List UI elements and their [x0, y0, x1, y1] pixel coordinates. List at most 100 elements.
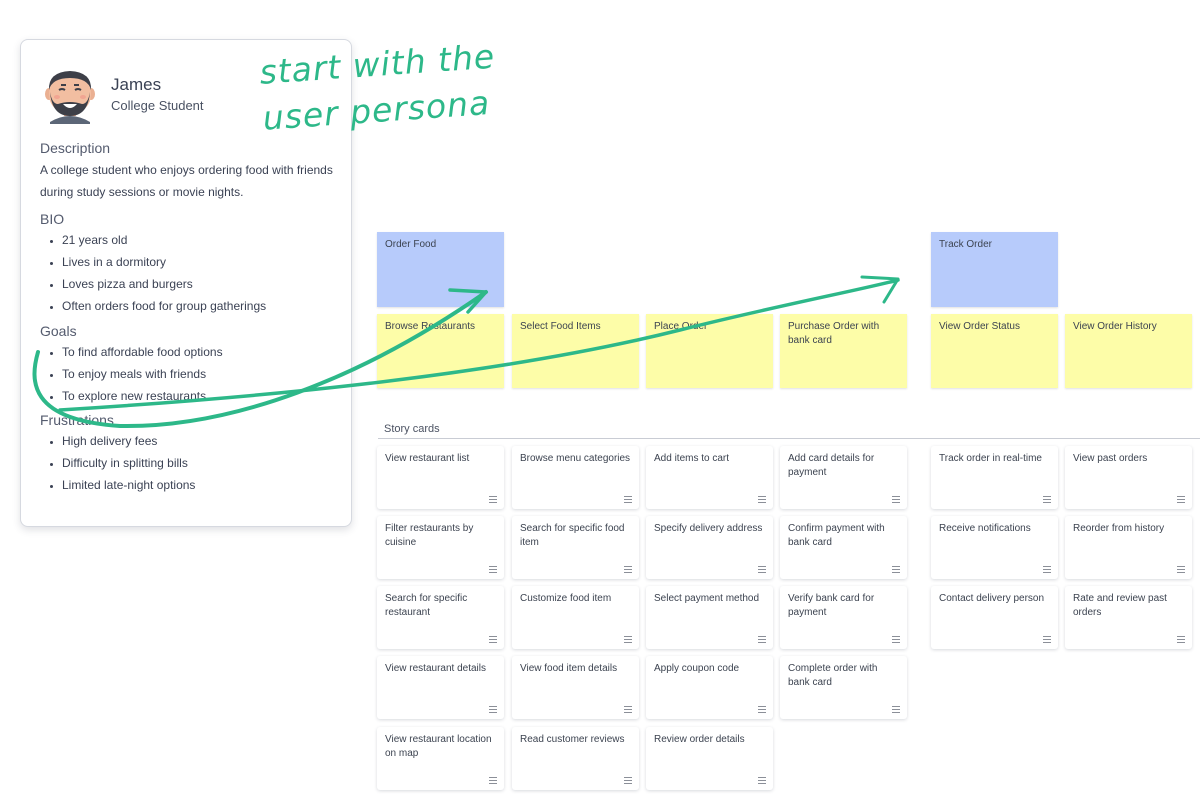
task-note[interactable]: View Order History — [1065, 314, 1192, 388]
story-card[interactable]: Contact delivery person — [931, 586, 1058, 649]
story-cards-divider — [378, 438, 1200, 439]
section-title: BIO — [40, 211, 65, 227]
task-note[interactable]: Select Food Items — [512, 314, 639, 388]
story-card-text: Reorder from history — [1073, 523, 1165, 534]
description-lines-icon — [892, 706, 900, 714]
story-cards-label: Story cards — [384, 423, 440, 435]
story-card[interactable]: Verify bank card for payment — [780, 586, 907, 649]
story-card[interactable]: Track order in real-time — [931, 446, 1058, 509]
description-lines-icon — [892, 496, 900, 504]
story-card-text: Verify bank card for payment — [788, 593, 875, 618]
story-card-text: Contact delivery person — [939, 593, 1045, 604]
description-lines-icon — [1177, 566, 1185, 574]
story-card-text: Complete order with bank card — [788, 663, 878, 688]
task-note[interactable]: Browse Restaurants — [377, 314, 504, 388]
description-lines-icon — [624, 777, 632, 785]
story-card-text: Filter restaurants by cuisine — [385, 523, 474, 548]
story-card[interactable]: Apply coupon code — [646, 656, 773, 719]
task-note[interactable]: Place Order — [646, 314, 773, 388]
story-card-text: View restaurant details — [385, 663, 486, 674]
story-card[interactable]: Confirm payment with bank card — [780, 516, 907, 579]
story-card[interactable]: Add items to cart — [646, 446, 773, 509]
bio-list: 21 years old Lives in a dormitory Loves … — [40, 229, 351, 317]
description-lines-icon — [1177, 496, 1185, 504]
list-item: Lives in a dormitory — [62, 251, 351, 273]
story-card-text: View past orders — [1073, 453, 1148, 464]
section-title: Goals — [40, 323, 77, 339]
persona-header: James College Student — [40, 66, 351, 124]
list-item: To explore new restaurants — [62, 385, 351, 407]
story-card[interactable]: Reorder from history — [1065, 516, 1192, 579]
description-lines-icon — [1177, 636, 1185, 644]
persona-role: College Student — [111, 98, 204, 113]
description-lines-icon — [1043, 496, 1051, 504]
story-card[interactable]: View past orders — [1065, 446, 1192, 509]
description-lines-icon — [489, 566, 497, 574]
list-item: Loves pizza and burgers — [62, 273, 351, 295]
description-lines-icon — [892, 566, 900, 574]
persona-name: James — [111, 75, 162, 94]
story-card[interactable]: Specify delivery address — [646, 516, 773, 579]
description-lines-icon — [489, 706, 497, 714]
story-card[interactable]: Add card details for payment — [780, 446, 907, 509]
story-card-text: Add card details for payment — [788, 453, 875, 478]
story-card[interactable]: Browse menu categories — [512, 446, 639, 509]
story-card-text: Read customer reviews — [520, 734, 625, 745]
section-title: Description — [40, 140, 111, 156]
description-lines-icon — [624, 706, 632, 714]
story-card-text: Specify delivery address — [654, 523, 763, 534]
story-card-text: View restaurant list — [385, 453, 470, 464]
list-item: Often orders food for group gatherings — [62, 295, 351, 317]
story-card[interactable]: View restaurant details — [377, 656, 504, 719]
description-lines-icon — [758, 777, 766, 785]
story-card[interactable]: Filter restaurants by cuisine — [377, 516, 504, 579]
story-card-text: Add items to cart — [654, 453, 730, 464]
frustrations-section: Frustrations High delivery fees Difficul… — [40, 412, 351, 496]
story-card[interactable]: Receive notifications — [931, 516, 1058, 579]
task-note[interactable]: View Order Status — [931, 314, 1058, 388]
story-card-text: Apply coupon code — [654, 663, 740, 674]
description-lines-icon — [624, 496, 632, 504]
description-lines-icon — [1043, 636, 1051, 644]
description-lines-icon — [624, 636, 632, 644]
description-lines-icon — [892, 636, 900, 644]
story-card[interactable]: Complete order with bank card — [780, 656, 907, 719]
story-card-text: Confirm payment with bank card — [788, 523, 885, 548]
handwritten-annotation[interactable]: start with the user persona — [258, 29, 564, 142]
description-lines-icon — [758, 566, 766, 574]
list-item: Difficulty in splitting bills — [62, 452, 351, 474]
section-title: Frustrations — [40, 412, 114, 428]
story-card-text: Receive notifications — [939, 523, 1031, 534]
story-card[interactable]: Select payment method — [646, 586, 773, 649]
activity-note-order-food[interactable]: Order Food — [377, 232, 504, 307]
story-card-text: Rate and review past orders — [1073, 593, 1167, 618]
story-card-text: Select payment method — [654, 593, 760, 604]
persona-description: A college student who enjoys ordering fo… — [40, 163, 333, 199]
arrowhead-track-order — [860, 275, 900, 304]
story-card-text: Search for specific food item — [520, 523, 625, 548]
description-lines-icon — [1043, 566, 1051, 574]
story-card[interactable]: View food item details — [512, 656, 639, 719]
story-card[interactable]: Review order details — [646, 727, 773, 790]
description-lines-icon — [624, 566, 632, 574]
list-item: High delivery fees — [62, 430, 351, 452]
activity-note-track-order[interactable]: Track Order — [931, 232, 1058, 307]
story-card[interactable]: Search for specific food item — [512, 516, 639, 579]
story-card[interactable]: Read customer reviews — [512, 727, 639, 790]
frustrations-list: High delivery fees Difficulty in splitti… — [40, 430, 351, 496]
story-card-text: Browse menu categories — [520, 453, 631, 464]
task-note[interactable]: Purchase Order with bank card — [780, 314, 907, 388]
story-card-text: Search for specific restaurant — [385, 593, 468, 618]
story-card[interactable]: View restaurant list — [377, 446, 504, 509]
description-lines-icon — [489, 777, 497, 785]
description-lines-icon — [758, 636, 766, 644]
description-lines-icon — [758, 496, 766, 504]
list-item: 21 years old — [62, 229, 351, 251]
story-card-text: Track order in real-time — [939, 453, 1042, 464]
description-lines-icon — [758, 706, 766, 714]
story-card[interactable]: Search for specific restaurant — [377, 586, 504, 649]
list-item: To enjoy meals with friends — [62, 363, 351, 385]
story-card[interactable]: Rate and review past orders — [1065, 586, 1192, 649]
story-card[interactable]: View restaurant location on map — [377, 727, 504, 790]
story-card[interactable]: Customize food item — [512, 586, 639, 649]
